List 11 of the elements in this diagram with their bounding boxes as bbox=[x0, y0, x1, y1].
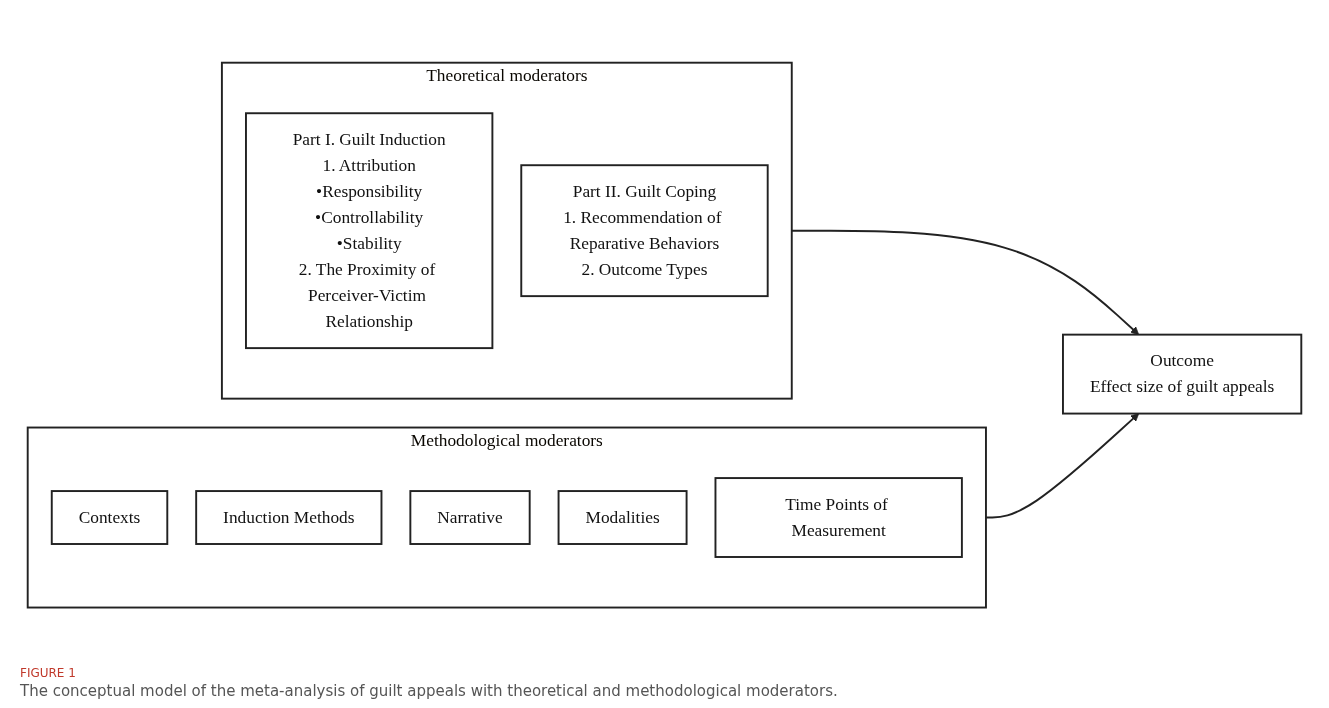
caption: The conceptual model of the meta-analysis of guilt appeals with theoretical and methodological moderators. bbox=[20, 682, 839, 700]
node-box: Outcome Effect size of guilt appeals bbox=[1062, 333, 1303, 415]
node-box: Part I. Guilt Induction 1. Attribution •Responsibility •Controllability •Stability 2. The Proximity of Perceiver-Victim Relationship bbox=[245, 112, 494, 349]
node-box: Time Points of Measurement bbox=[714, 476, 963, 558]
node-box: Induction Methods bbox=[195, 489, 383, 545]
node-box: Part II. Guilt Coping 1. Recommendation of Reparative Behaviors 2. Outcome Types bbox=[520, 164, 769, 297]
arrow bbox=[985, 413, 1140, 519]
node-box: Narrative bbox=[409, 489, 531, 545]
node-box: Contexts bbox=[50, 489, 169, 545]
node-box: Modalities bbox=[557, 489, 688, 545]
figure-number: FIGURE 1 bbox=[20, 666, 77, 680]
